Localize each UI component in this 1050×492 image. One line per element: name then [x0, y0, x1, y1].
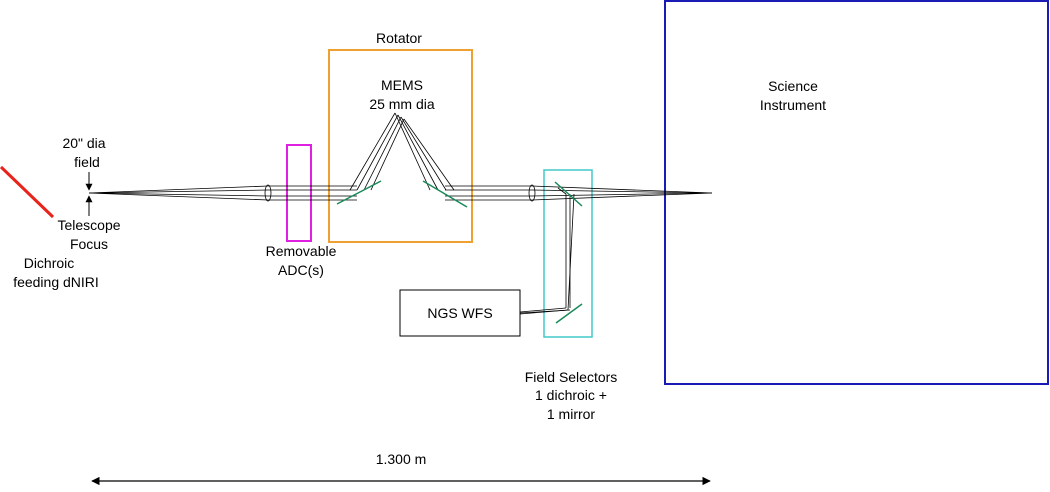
adc-label-line2: ADC(s): [278, 262, 324, 278]
rotator-fold-mirror-left: [336, 180, 382, 205]
field-label-line1: 20" dia: [62, 135, 105, 151]
selectors-label-line1: Field Selectors: [525, 369, 618, 385]
telescope-label-line2: Focus: [70, 236, 108, 252]
scale-label: 1.300 m: [376, 451, 427, 467]
adc-box: [286, 144, 312, 242]
ngs-wfs-label: NGS WFS: [427, 305, 492, 321]
rotator-fold-mirror-right: [422, 180, 468, 208]
fold-mirrors: [336, 180, 583, 324]
field-label-line2: field: [74, 154, 100, 170]
field-selector-box: [543, 169, 593, 338]
science-label-line1: Science: [768, 78, 818, 94]
beam-ngs-pickoff: [519, 187, 575, 315]
mems-label-line1: MEMS: [381, 77, 423, 93]
telescope-label-line1: Telescope: [57, 217, 120, 233]
rotator-box: [328, 49, 473, 243]
dichroic-label-line2: feeding dNIRI: [13, 274, 99, 290]
science-instrument-box: [664, 0, 1049, 385]
selector-mirror: [555, 303, 583, 324]
beam-output: [445, 185, 713, 201]
science-label-line2: Instrument: [760, 97, 826, 113]
collimator-lens: [264, 184, 272, 202]
adc-label-line1: Removable: [266, 243, 337, 259]
selectors-label-line3: 1 mirror: [547, 406, 596, 422]
selector-dichroic: [554, 181, 583, 207]
rotator-label: Rotator: [376, 30, 422, 46]
dichroic-label-line1: Dichroic: [24, 255, 75, 271]
dichroic-feeding-dniri: [0, 165, 55, 219]
mems-label-line2: 25 mm dia: [369, 96, 435, 112]
beam-input: [88, 185, 357, 201]
beam-rotator-fold: [349, 112, 455, 191]
ngs-wfs-box: [399, 289, 521, 337]
camera-lens: [528, 184, 536, 202]
selectors-label-line2: 1 dichroic +: [535, 387, 607, 403]
